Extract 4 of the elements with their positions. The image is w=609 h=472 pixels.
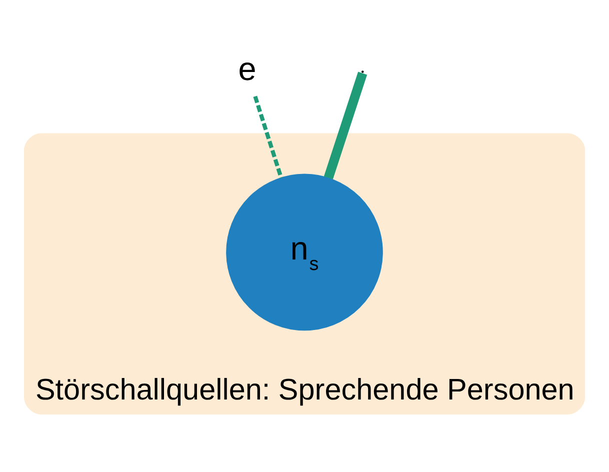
node-circle: n$_{s}$ [226, 174, 383, 331]
connector [253, 96, 284, 179]
connector [324, 72, 368, 180]
node-text: e [238, 51, 256, 88]
